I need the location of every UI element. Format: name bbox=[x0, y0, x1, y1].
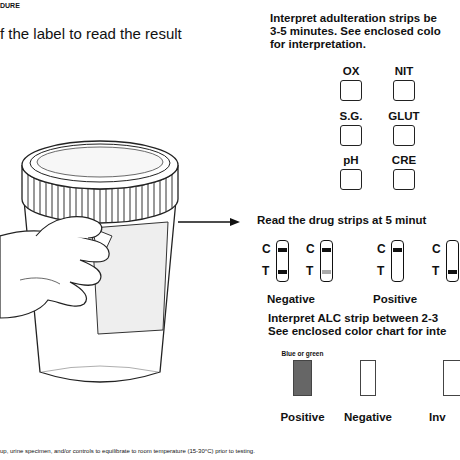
node-label: OX bbox=[343, 65, 360, 78]
result-label: Positive bbox=[373, 293, 417, 306]
node-label: pH bbox=[343, 154, 358, 167]
hand bbox=[0, 231, 109, 318]
instruction-text: Interpret adulteration strips be 3-5 min… bbox=[270, 12, 441, 51]
node-label: C bbox=[432, 243, 441, 256]
arrow-line bbox=[178, 221, 232, 222]
drug-strip: CT bbox=[320, 240, 333, 282]
node-label: Blue or green bbox=[282, 350, 324, 357]
instruction-text: f the label to read the result bbox=[0, 26, 182, 43]
lid-rib bbox=[106, 189, 107, 223]
adulteration-pad: pH bbox=[340, 169, 362, 190]
alc-swatch: Negative bbox=[360, 360, 376, 396]
lid-rib bbox=[124, 188, 125, 222]
test-line bbox=[278, 248, 287, 252]
alc-swatch: Inv bbox=[443, 360, 460, 396]
drug-strip: CT bbox=[391, 240, 404, 282]
node-label: C bbox=[262, 243, 271, 256]
drug-strip: CT bbox=[446, 240, 459, 282]
lid-rim bbox=[30, 144, 170, 182]
adulteration-pad: NIT bbox=[393, 80, 415, 101]
lid-rib bbox=[46, 182, 47, 216]
lid-rib bbox=[136, 186, 137, 220]
drug-strip: CT bbox=[276, 240, 289, 282]
node-label: Inv bbox=[429, 411, 446, 424]
node-label: NIT bbox=[395, 65, 414, 78]
node-label: C bbox=[377, 243, 386, 256]
footnote-text: up, urine specimen, and/or controls to e… bbox=[0, 448, 255, 455]
instruction-text: Interpret ALC strip between 2-3 See encl… bbox=[268, 312, 446, 338]
lid-rib bbox=[154, 182, 155, 216]
adulteration-pad: OX bbox=[340, 80, 362, 101]
lid-rib bbox=[172, 174, 173, 208]
instruction-text: Read the drug strips at 5 minut bbox=[257, 214, 426, 227]
test-line bbox=[393, 248, 402, 252]
lid-rib bbox=[148, 184, 149, 218]
lid-rib bbox=[94, 189, 95, 223]
node-label: T bbox=[306, 265, 313, 278]
lid-rib bbox=[100, 189, 101, 223]
cup-bottom bbox=[42, 366, 158, 372]
node-label: C bbox=[306, 243, 315, 256]
thumb bbox=[36, 217, 102, 238]
lid-rib bbox=[28, 174, 29, 208]
node-label: T bbox=[432, 265, 439, 278]
node-label: GLUT bbox=[388, 110, 419, 123]
lid-rib bbox=[52, 184, 53, 218]
lid-rib bbox=[166, 178, 167, 212]
lid-top bbox=[22, 141, 178, 189]
lid-rib bbox=[70, 187, 71, 221]
result-label: Negative bbox=[267, 293, 315, 306]
section-heading: DURE bbox=[0, 2, 20, 10]
lid-rib bbox=[142, 185, 143, 219]
test-line bbox=[322, 270, 331, 274]
lid-rib bbox=[160, 180, 161, 214]
cup-opening bbox=[37, 147, 163, 177]
arrow-head bbox=[230, 218, 240, 226]
lid-rib bbox=[112, 189, 113, 223]
lid-rib bbox=[40, 180, 41, 214]
test-line bbox=[278, 270, 287, 274]
adulteration-pad: GLUT bbox=[393, 125, 415, 146]
finger-crease bbox=[20, 278, 60, 284]
lid-rib bbox=[130, 187, 131, 221]
node-label: S.G. bbox=[339, 110, 362, 123]
lid-rib bbox=[118, 188, 119, 222]
lid-rib bbox=[58, 185, 59, 219]
node-label: Negative bbox=[344, 411, 392, 424]
node-label: CRE bbox=[392, 154, 416, 167]
node-label: Positive bbox=[280, 411, 324, 424]
node-label: T bbox=[262, 265, 269, 278]
cup-label bbox=[92, 222, 168, 334]
alc-swatch: Blue or greenPositive bbox=[293, 360, 312, 396]
test-line bbox=[322, 248, 331, 252]
adulteration-pad: S.G. bbox=[340, 125, 362, 146]
lid-rib bbox=[64, 186, 65, 220]
test-line bbox=[448, 270, 457, 274]
node-label: T bbox=[377, 265, 384, 278]
lid-rib bbox=[34, 178, 35, 212]
adulteration-pad: CRE bbox=[393, 169, 415, 190]
